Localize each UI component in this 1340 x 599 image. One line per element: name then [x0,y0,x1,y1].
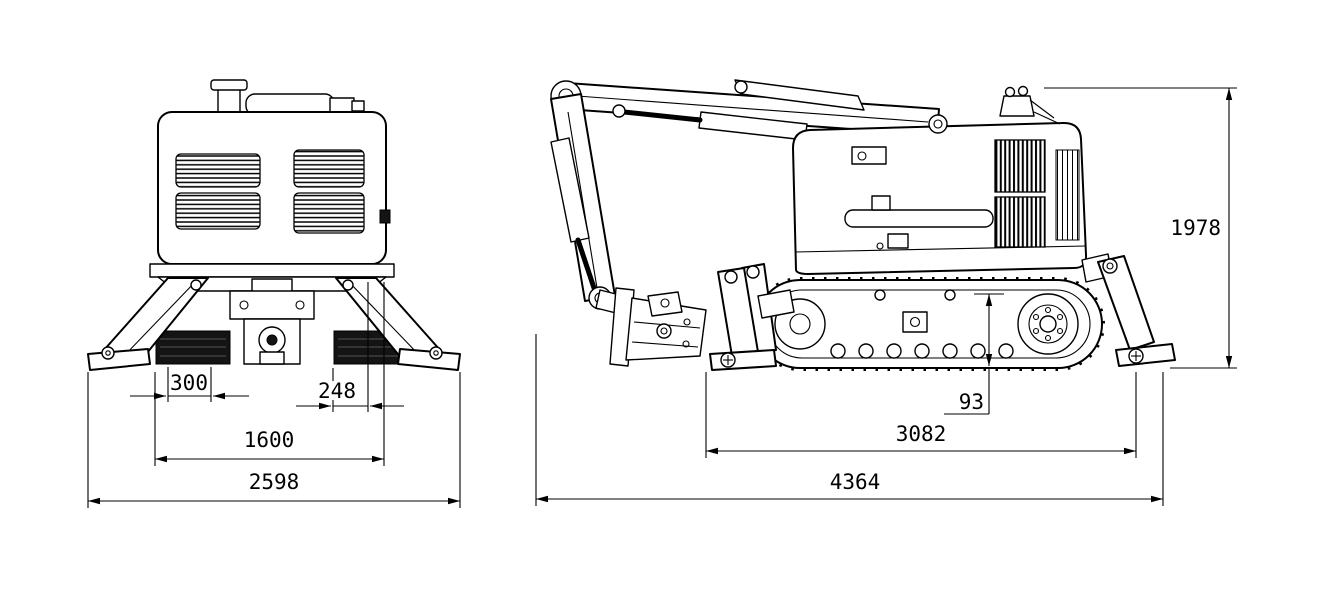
front-left-foot [87,348,151,371]
front-view: 300 248 1600 2598 [87,79,461,508]
side-rear-outrigger [1081,253,1176,367]
track-assembly [753,277,1105,371]
front-left-track [155,330,231,365]
dim-1978-label: 1978 [1170,216,1221,240]
dim-93: 93 [944,293,1004,415]
dim-1978: 1978 [1044,87,1237,369]
dim-93-label: 93 [959,390,984,414]
side-machine-drawing [550,79,1176,371]
dim-300-label: 300 [170,371,208,395]
turret-gearbox [229,278,315,365]
body-vent-grille [994,139,1046,193]
front-right-outrigger [335,277,461,371]
front-right-foot [397,348,461,371]
side-rear-foot [1115,343,1176,367]
side-front-foot [709,349,777,371]
exhaust-assembly [210,79,365,116]
machine-body [792,114,1088,275]
boom-pivot [928,114,948,134]
handle [844,209,994,228]
front-body [157,111,387,265]
dim-2598-label: 2598 [249,470,300,494]
arm-cylinder [550,137,590,243]
front-left-outrigger [87,277,209,371]
dim-300: 300 [130,367,249,402]
front-machine-drawing [87,79,461,371]
dim-4364: 4364 [535,334,1164,506]
dim-248: 248 [296,282,404,412]
front-arm [550,93,616,302]
dim-248-label: 248 [318,379,356,403]
dim-4364-label: 4364 [830,470,881,494]
dim-2598: 2598 [87,372,461,508]
beacon [999,85,1061,125]
front-vent-grilles [175,149,365,234]
dim-1600: 1600 [154,282,385,466]
road-wheels [830,343,1014,359]
side-front-outrigger [709,263,795,371]
dim-3082-label: 3082 [896,422,947,446]
latch [851,146,887,165]
dim-3082: 3082 [705,372,1137,458]
side-view: 1978 93 3082 4364 [535,79,1237,506]
boom-assembly [550,79,940,367]
drive-sprocket [1017,293,1079,355]
base-plate [149,263,395,278]
dim-1600-label: 1600 [244,428,295,452]
